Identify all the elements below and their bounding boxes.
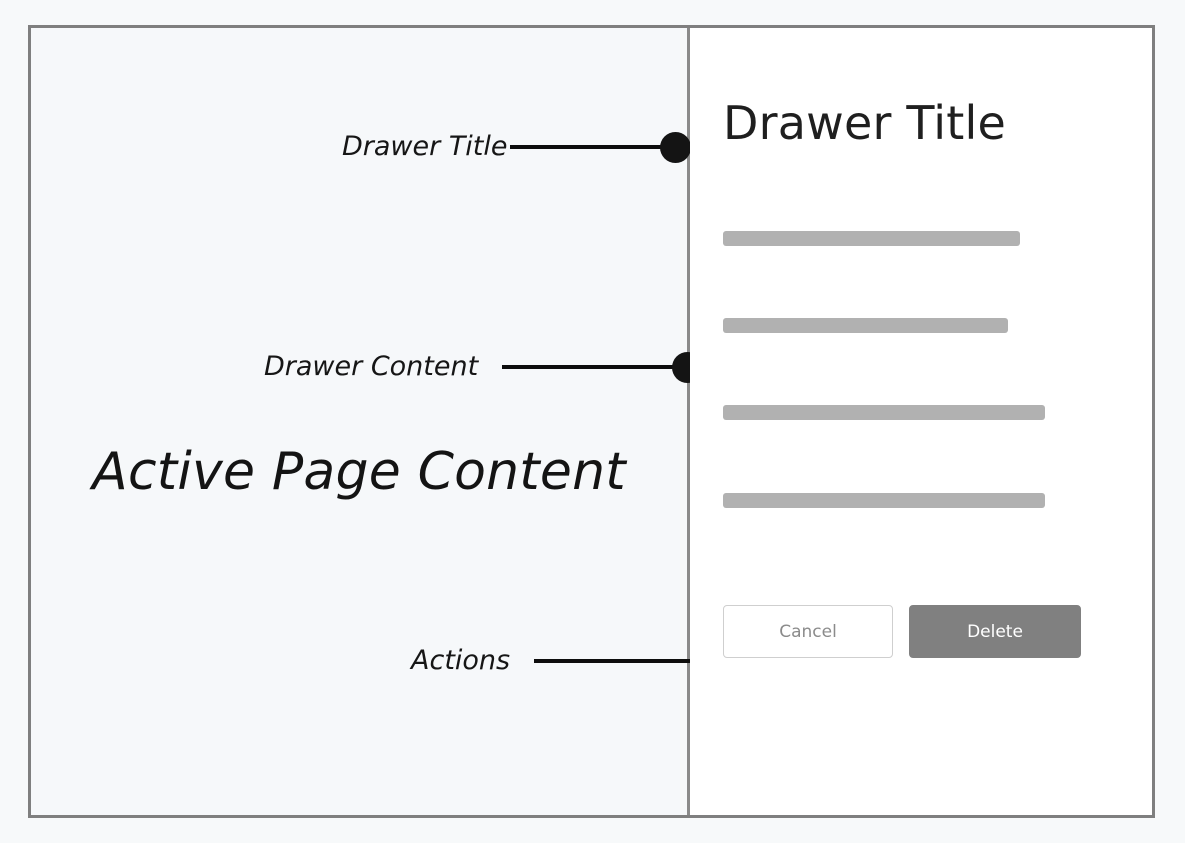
cancel-button[interactable]: Cancel (723, 605, 893, 658)
drawer-panel: Drawer Title Cancel Delete (690, 28, 1152, 815)
callout-drawer-content: Drawer Content (264, 350, 704, 384)
callout-drawer-title: Drawer Title (342, 130, 691, 164)
leader-line-icon (509, 145, 662, 149)
drawer-content-placeholder-bar (723, 405, 1045, 420)
callout-label-drawer-title: Drawer Title (342, 131, 508, 162)
drawer-title: Drawer Title (723, 96, 1006, 150)
active-page-region: Active Page Content Drawer Title Drawer … (31, 28, 738, 815)
leader-line-icon (534, 659, 709, 663)
callout-label-drawer-content: Drawer Content (264, 351, 479, 382)
drawer-content-placeholder-bar (723, 318, 1008, 333)
active-page-content-label: Active Page Content (92, 442, 626, 502)
delete-button[interactable]: Delete (909, 605, 1081, 658)
leader-line-icon (502, 365, 675, 369)
drawer-actions-row: Cancel Delete (723, 605, 1081, 658)
callout-label-actions: Actions (411, 645, 511, 676)
drawer-anatomy-diagram: Active Page Content Drawer Title Drawer … (28, 25, 1155, 818)
callout-actions: Actions (411, 644, 738, 678)
drawer-content-placeholder-bar (723, 231, 1020, 246)
drawer-content-placeholder-bar (723, 493, 1045, 508)
leader-dot-icon (659, 131, 691, 163)
